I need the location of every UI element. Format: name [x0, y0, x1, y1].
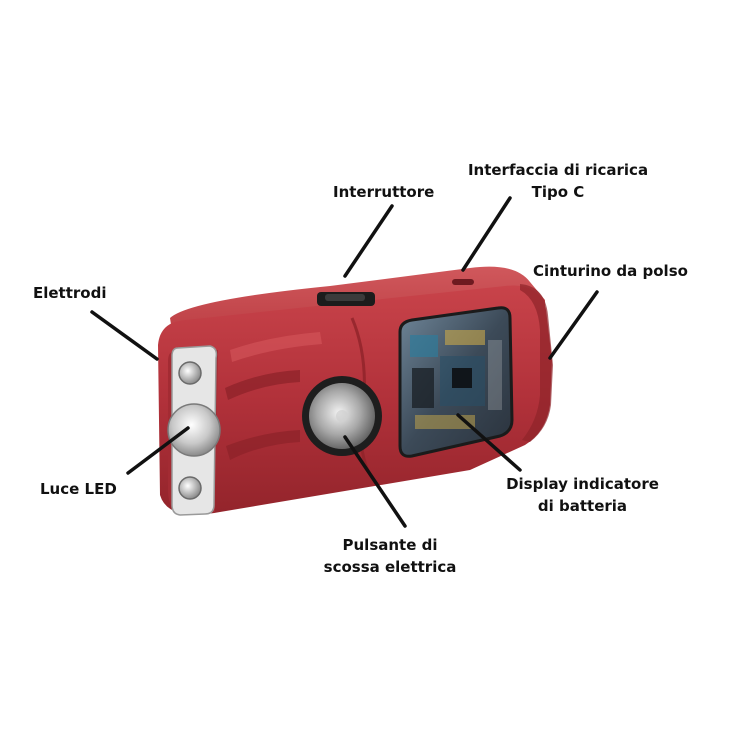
callout-display — [456, 413, 522, 472]
label-display: Display indicatore di batteria — [495, 473, 670, 517]
label-elettrodi-text: Elettrodi — [33, 284, 107, 302]
usb-c-port — [452, 279, 474, 285]
label-display-line2: di batteria — [537, 497, 628, 515]
label-pulsante: Pulsante di scossa elettrica — [315, 534, 465, 578]
led-lens — [167, 403, 221, 457]
label-pulsante-line1: Pulsante di — [342, 536, 438, 554]
label-ricarica: Interfaccia di ricarica Tipo C — [458, 159, 658, 203]
label-display-line1: Display indicatore — [506, 475, 659, 493]
power-switch — [317, 292, 375, 306]
callout-ricarica — [461, 196, 512, 272]
label-interruttore-text: Interruttore — [333, 183, 435, 201]
callout-cinturino — [548, 290, 599, 360]
callout-interruttore — [343, 204, 394, 278]
label-cinturino-text: Cinturino da polso — [533, 262, 688, 280]
battery-display-window — [398, 306, 514, 458]
callout-elettrodi — [90, 310, 159, 361]
electrode-plate — [167, 345, 221, 516]
electrode-bottom — [178, 476, 202, 500]
label-interruttore: Interruttore — [333, 181, 434, 203]
label-luce-led: Luce LED — [40, 478, 117, 500]
electrode-top — [178, 361, 202, 385]
shock-button — [302, 376, 382, 456]
label-luce-led-text: Luce LED — [40, 480, 117, 498]
callout-pulsante — [343, 435, 407, 528]
label-ricarica-line1: Interfaccia di ricarica — [467, 161, 649, 179]
label-cinturino: Cinturino da polso — [533, 260, 688, 282]
label-pulsante-line2: scossa elettrica — [323, 558, 457, 576]
label-ricarica-line2: Tipo C — [531, 183, 585, 201]
callout-lines — [90, 196, 599, 528]
label-elettrodi: Elettrodi — [33, 282, 106, 304]
callout-luce — [126, 426, 190, 475]
